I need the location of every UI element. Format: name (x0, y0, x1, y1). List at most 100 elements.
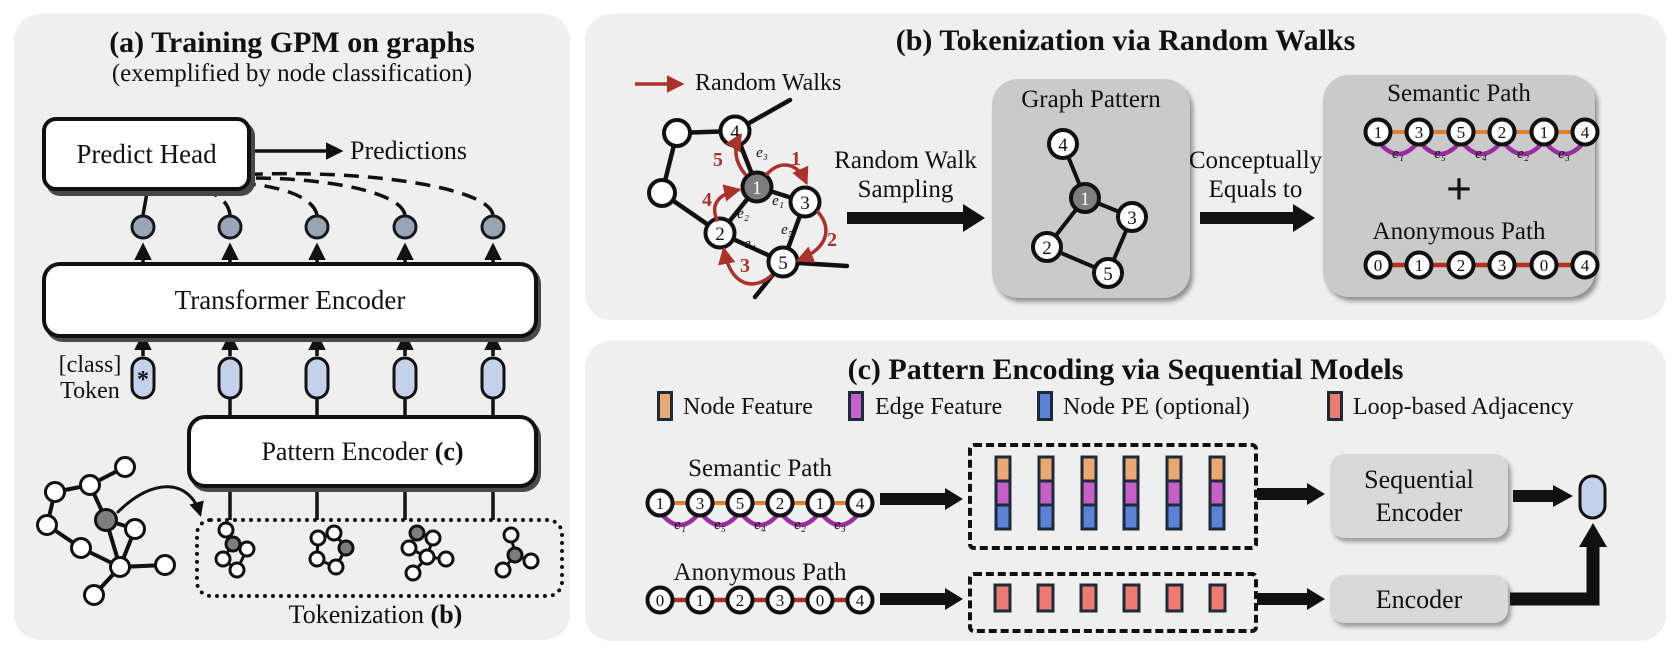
source-graph: 4 3 2 5 1 e₃ e₁ e₂ e₅ e₄ 1 2 (647, 97, 850, 300)
svg-text:5: 5 (778, 253, 788, 274)
svg-text:5: 5 (713, 149, 723, 171)
svg-text:e₁: e₁ (772, 193, 784, 209)
svg-text:2: 2 (1457, 256, 1466, 275)
sampling-arrow (847, 204, 985, 232)
svg-text:2: 2 (827, 229, 837, 251)
svg-text:1: 1 (1374, 123, 1383, 142)
motif-2 (308, 524, 355, 576)
anonymous-path-title-b: Anonymous Path (1372, 218, 1546, 245)
input-graph (36, 456, 204, 606)
class-token-label-line1: [class] (58, 352, 122, 378)
svg-text:e₅: e₅ (1434, 146, 1446, 162)
svg-text:2: 2 (776, 494, 785, 513)
svg-text:1: 1 (791, 148, 801, 170)
node-feature-swatch-icon (657, 391, 673, 421)
semantic-path-c: 1 3 5 2 1 4 e₁ e₅ e₄ e₂ e₃ (645, 488, 875, 533)
class-token-asterisk: * (137, 367, 149, 393)
anonymous-path-c: 0 1 2 3 0 4 (645, 585, 875, 615)
svg-text:e₅: e₅ (781, 222, 793, 238)
class-token-label-line2: Token (60, 378, 120, 404)
svg-text:2: 2 (715, 224, 725, 245)
svg-text:3: 3 (1415, 123, 1424, 142)
semantic-path: 1 3 5 2 1 4 e₁ e₅ e₄ e₂ e₃ (1363, 117, 1600, 162)
panel-a-title: (a) Training GPM on graphs (109, 26, 475, 59)
svg-text:e₄: e₄ (754, 517, 766, 533)
svg-text:2: 2 (736, 591, 745, 610)
panel-a-subtitle: (exemplified by node classification) (111, 60, 473, 87)
panel-c-graphics: 1 3 5 2 1 4 e₁ e₅ e₄ e₂ e₃ (645, 455, 1607, 615)
svg-text:3: 3 (740, 255, 750, 277)
pattern-encoder-box: Pattern Encoder (c) (187, 415, 538, 488)
plus-sign: + (1445, 163, 1473, 214)
svg-text:5: 5 (736, 494, 745, 513)
predict-head-box: Predict Head (42, 117, 251, 191)
svg-text:1: 1 (656, 494, 665, 513)
svg-text:1: 1 (816, 494, 825, 513)
svg-text:e₁: e₁ (1392, 146, 1404, 162)
svg-text:5: 5 (1103, 264, 1113, 285)
panel-a-training: * (14, 14, 570, 640)
graph-pattern: 4 3 2 5 1 (1031, 128, 1148, 289)
svg-text:1: 1 (696, 591, 705, 610)
motif-4 (494, 526, 540, 579)
tokenization-label: Tokenization (b) (288, 600, 463, 629)
svg-text:3: 3 (776, 591, 785, 610)
graph-pattern-title: Graph Pattern (1021, 86, 1161, 113)
svg-text:4: 4 (856, 591, 865, 610)
svg-text:e₃: e₃ (1558, 146, 1570, 162)
semantic-feature-stacks (994, 455, 1226, 531)
loop-adjacency-label: Loop-based Adjacency (1353, 394, 1574, 420)
svg-text:5: 5 (1457, 123, 1466, 142)
panel-b-tokenization: 4 3 2 5 1 e₃ e₁ e₂ e₅ e₄ 1 2 (585, 14, 1666, 320)
transformer-encoder-box: Transformer Encoder (42, 262, 538, 338)
predictions-label: Predictions (350, 136, 467, 165)
semantic-features-box (968, 443, 1258, 550)
svg-text:1: 1 (1080, 189, 1090, 210)
features-to-seq-encoder-arrow (1257, 483, 1325, 505)
svg-text:e₄: e₄ (744, 236, 756, 252)
anonymous-features-box (968, 572, 1258, 633)
features-to-encoder-arrow (1257, 588, 1325, 610)
random-walk-arrows: 1 2 3 4 5 (702, 132, 837, 286)
node-feature-label: Node Feature (683, 394, 813, 420)
node-pe-label: Node PE (optional) (1063, 394, 1250, 420)
panel-c-title: (c) Pattern Encoding via Sequential Mode… (847, 353, 1404, 386)
svg-text:3: 3 (696, 494, 705, 513)
anonymous-path: 0 1 2 3 0 4 (1363, 250, 1600, 280)
equals-label: Conceptually Equals to (1188, 147, 1323, 203)
svg-text:3: 3 (1498, 256, 1507, 275)
svg-text:1: 1 (1540, 123, 1549, 142)
svg-text:4: 4 (856, 494, 865, 513)
edge-feature-swatch-icon (848, 391, 864, 421)
seq-encoder-to-pill-arrow (1513, 485, 1573, 507)
input-token-pills: * (130, 356, 506, 400)
svg-text:1: 1 (1415, 256, 1424, 275)
tokenization-dotted-box (195, 518, 564, 598)
svg-text:2: 2 (1498, 123, 1507, 142)
svg-text:4: 4 (1058, 135, 1068, 156)
svg-text:e₅: e₅ (714, 517, 726, 533)
svg-text:e₃: e₃ (834, 517, 846, 533)
semantic-path-title-b: Semantic Path (1387, 80, 1531, 107)
svg-text:4: 4 (702, 189, 712, 211)
edge-feature-label: Edge Feature (875, 394, 1003, 420)
sampling-label: Random Walk Sampling (834, 147, 977, 203)
svg-text:e₄: e₄ (1475, 146, 1487, 162)
output-token-circles (130, 214, 506, 240)
random-walks-legend-label: Random Walks (695, 70, 842, 96)
semantic-to-features-arrow (880, 488, 963, 510)
svg-text:0: 0 (1374, 256, 1383, 275)
svg-text:3: 3 (1127, 208, 1137, 229)
equals-arrow (1200, 204, 1315, 232)
encoder-output-arrows (134, 242, 502, 264)
output-embedding-pill (1578, 474, 1607, 520)
svg-text:4: 4 (1581, 123, 1590, 142)
svg-text:e₂: e₂ (1517, 146, 1529, 162)
anonymous-to-features-arrow (880, 588, 963, 610)
panel-b-graphics: 4 3 2 5 1 e₃ e₁ e₂ e₅ e₄ 1 2 (635, 75, 1600, 300)
graph-to-tokens-arrow (116, 485, 204, 517)
anonymous-path-title-c: Anonymous Path (673, 559, 847, 586)
svg-text:0: 0 (1540, 256, 1549, 275)
